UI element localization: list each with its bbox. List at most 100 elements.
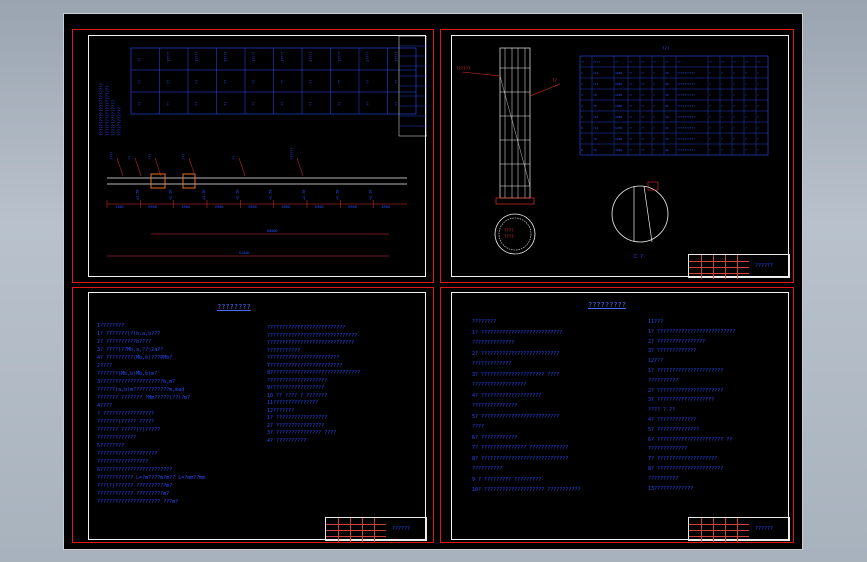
note-line: 1???????? <box>97 323 125 329</box>
table-cell: 1???? <box>252 51 256 62</box>
note-line: 9 ? ????????? ????????? <box>472 476 542 483</box>
table-cell: ?? <box>309 102 313 106</box>
table-cell: ?????????? <box>677 104 695 108</box>
table-cell: ?? <box>629 82 633 86</box>
table-cell: ?8 <box>593 93 597 97</box>
cad-viewport[interactable]: ????????????????????????????????????????… <box>63 13 803 550</box>
note-line: ???????(????? ????? <box>97 419 155 425</box>
leader-line <box>296 157 304 177</box>
table-cell: ? <box>721 137 723 141</box>
sheet-border-4: ????????? ????????1? ???????????????????… <box>451 292 790 542</box>
segment-dim: 6900 <box>248 205 256 209</box>
table-header: ?? <box>641 60 645 64</box>
note-line: ??????? ??????? ?Mm?????(??)?m? <box>97 395 191 401</box>
table-cell: ? <box>721 126 723 130</box>
table-cell: ?8 <box>593 137 597 141</box>
note-line: ????????????? <box>472 361 512 367</box>
segment-dim: 6900 <box>282 205 290 209</box>
level-mark: +2.50 <box>302 189 306 200</box>
sheet-frame-3: ???????? 1???????? 1? ???????(?)b,a,b???… <box>72 287 434 543</box>
table-cell: ? <box>709 82 711 86</box>
title-block-cell <box>689 261 749 262</box>
note-line: 3? ????(??Mb,a,??~2a?? <box>97 347 164 353</box>
note-line: ????????????????????? ???m? <box>97 499 179 505</box>
table-cell: ?? <box>252 80 256 84</box>
table-cell: ? <box>709 104 711 108</box>
note-line: 3? ??????????????? ???? <box>267 430 337 436</box>
table-cell: 1200 <box>615 104 622 108</box>
note-line: 10? ???????????????????? ??????????? <box>472 487 581 493</box>
title-block-3: ?????? <box>325 517 427 542</box>
table-cell: ?? <box>366 102 370 106</box>
note-line: ???(?)?????? ??????????m? <box>97 483 173 489</box>
note-line: 8?????????????????????????????? <box>267 370 361 376</box>
leader-line <box>238 157 246 177</box>
detail-label: C ? <box>634 254 643 260</box>
level-mark: +2.50 <box>235 189 239 200</box>
level-mark: +2.50 <box>369 189 373 200</box>
table-cell: ? <box>721 148 723 152</box>
detail-plate <box>647 181 659 191</box>
table-header: ?? <box>665 60 669 64</box>
table-cell: ? <box>721 104 723 108</box>
note-line: 2? ???????????????? <box>648 338 706 345</box>
note-line: 9?????????????????? <box>267 385 325 391</box>
table-cell: 5 <box>581 115 583 119</box>
title-block-cell <box>689 267 749 268</box>
table-cell: ? <box>653 71 655 75</box>
note-line: ????????????? <box>648 446 688 453</box>
note-line: ? ????????????????? <box>97 411 155 417</box>
note-line: 3? ??????????????????? <box>648 397 715 404</box>
table-cell: 10 <box>665 137 669 141</box>
top-label: ???? <box>110 152 114 160</box>
table-cell: ?? <box>281 102 285 106</box>
note-line: 4? ????????????? <box>648 417 697 423</box>
table-cell: ?? <box>641 115 645 119</box>
side-note: ????????????????????? <box>105 85 110 136</box>
table-cell: ? <box>653 126 655 130</box>
table-cell: ? <box>757 148 759 152</box>
table-header: ?? <box>653 60 657 64</box>
title-block-cell <box>689 524 749 525</box>
note-line: 12??? <box>648 358 664 365</box>
table-cell: ?? <box>138 58 142 62</box>
pile-elevation-drawing: ????????????????????????????????????????… <box>99 36 427 257</box>
callout-label: ?????? <box>456 66 471 71</box>
table-cell: ?????????? <box>677 93 695 97</box>
table-cell: 1???? <box>195 51 199 62</box>
table-cell: ?????????? <box>677 71 695 75</box>
segment-dim: 6900 <box>148 205 156 209</box>
note-line: 2? ???????????????? <box>267 422 325 429</box>
table-cell: ?? <box>629 126 633 130</box>
detail-line <box>643 185 653 243</box>
table-cell: ?? <box>224 80 228 84</box>
note-line: 7???????????????????????? <box>267 362 343 369</box>
note-line: 5? ?????????????? <box>648 426 700 433</box>
table-cell: ? <box>757 104 759 108</box>
note-line: ??????????????? <box>472 403 518 409</box>
segment-dim: 6900 <box>215 205 223 209</box>
table-cell: ? <box>721 115 723 119</box>
table-cell: ? <box>653 115 655 119</box>
top-label: ?? <box>232 156 236 160</box>
note-line: ?????????????????????????????? <box>267 332 358 339</box>
table-cell: ? <box>757 82 759 86</box>
section-label: ???? <box>504 228 514 233</box>
note-line: 5? ?????????????????????????? <box>472 413 560 420</box>
note-line: ???????????????????? <box>267 377 328 384</box>
joint-block <box>150 173 166 189</box>
table-cell: ?12 <box>593 126 599 130</box>
joint-block <box>182 173 196 189</box>
note-line: ?????????? <box>648 377 679 384</box>
note-line: ???????? <box>472 319 497 325</box>
table-cell: 10 <box>665 93 669 97</box>
note-line: ????????????? <box>97 435 137 441</box>
note-line: 2???? <box>97 363 113 369</box>
table-cell: ?? <box>338 102 342 106</box>
table-cell: ?? <box>309 80 313 84</box>
table-cell: ?16 <box>593 115 599 119</box>
table-cell: ?? <box>629 137 633 141</box>
spiral-bar <box>499 75 531 187</box>
table-cell: ? <box>733 104 735 108</box>
